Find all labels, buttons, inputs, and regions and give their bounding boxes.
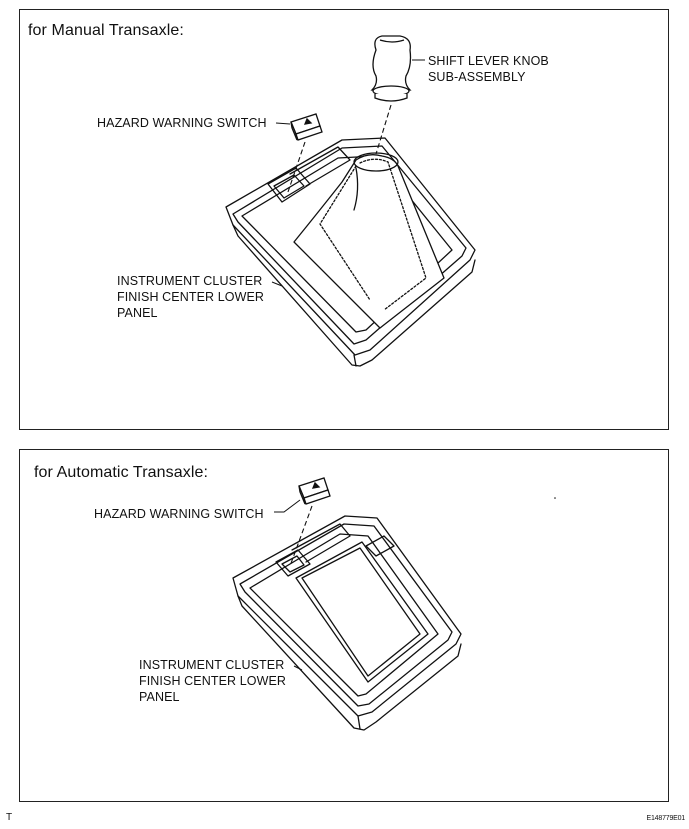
- hazard-switch-icon-automatic: [298, 477, 331, 505]
- automatic-transaxle-panel: for Automatic Transaxle:: [19, 449, 669, 802]
- automatic-console-illustration: [232, 477, 556, 731]
- label-hazard-warning-switch-automatic: HAZARD WARNING SWITCH: [94, 507, 264, 521]
- manual-shift-boot: [293, 152, 445, 329]
- footer-left-mark: T: [6, 812, 13, 823]
- automatic-panel-title: for Automatic Transaxle:: [34, 464, 209, 481]
- label-instrument-cluster-automatic: INSTRUMENT CLUSTER FINISH CENTER LOWER P…: [139, 658, 287, 704]
- figure-code: E148779E01: [646, 815, 686, 822]
- label-instrument-cluster-manual: INSTRUMENT CLUSTER FINISH CENTER LOWER P…: [117, 274, 265, 320]
- manual-transaxle-panel: for Manual Transaxle:: [19, 9, 669, 430]
- automatic-switch-recess: [275, 523, 395, 577]
- label-hazard-warning-switch-manual: HAZARD WARNING SWITCH: [97, 116, 267, 130]
- manual-console-illustration: [225, 35, 476, 367]
- manual-leader-lines: [271, 59, 425, 287]
- automatic-shift-plate: [295, 541, 429, 683]
- hazard-switch-icon-manual: [290, 113, 323, 141]
- manual-panel-title: for Manual Transaxle:: [28, 22, 184, 39]
- label-shift-lever-knob: SHIFT LEVER KNOB SUB-ASSEMBLY: [428, 54, 549, 84]
- automatic-assembly-lines: [289, 505, 313, 567]
- stray-dot: [554, 497, 556, 499]
- shift-lever-knob-icon: [370, 35, 412, 102]
- automatic-leader-lines: [274, 499, 303, 671]
- manual-assembly-lines: [287, 104, 392, 193]
- manual-switch-recess: [267, 146, 351, 203]
